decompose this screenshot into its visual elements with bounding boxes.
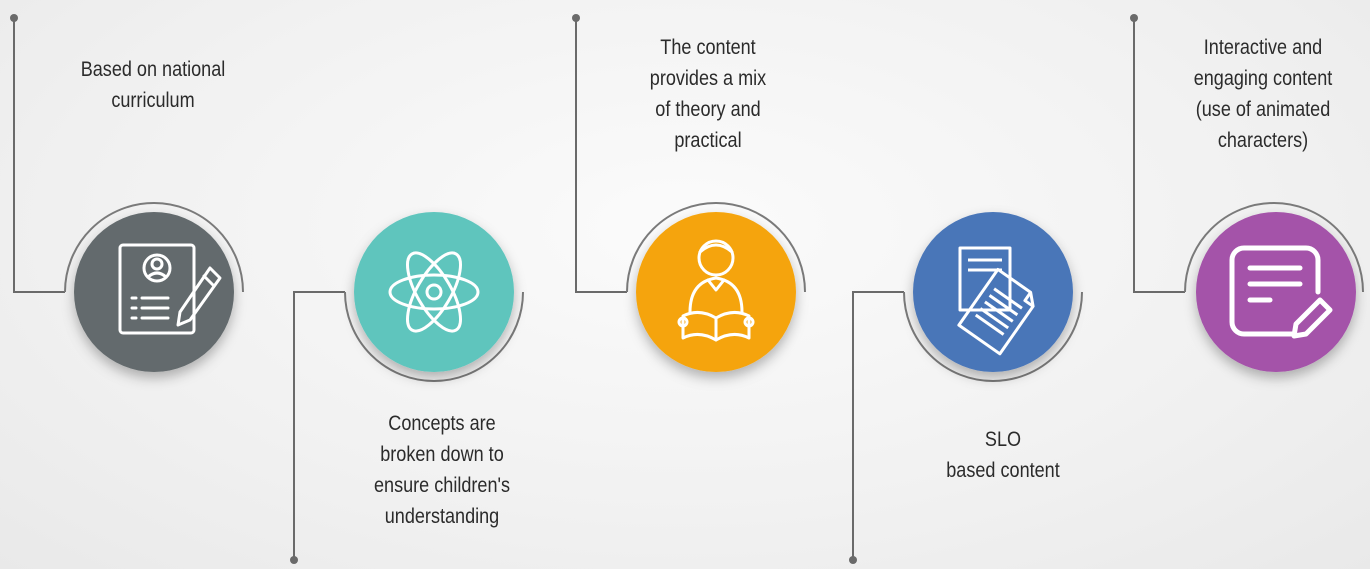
atom-icon: [388, 251, 480, 333]
step-4-label: SLO based content: [946, 428, 1060, 482]
step-2-connector: [290, 291, 524, 564]
step-4-connector: [849, 291, 1083, 564]
documents-icon: [957, 246, 1035, 356]
step-2-circle: [354, 212, 514, 372]
edit-document-icon: [1229, 245, 1333, 339]
step-3-label: The content provides a mix of theory and…: [649, 36, 767, 152]
step-5-connector: [1130, 14, 1364, 293]
step-3-circle: [636, 212, 796, 372]
step-2-label: Concepts are broken down to ensure child…: [374, 412, 510, 528]
step-5-label: Interactive and engaging content (use of…: [1193, 36, 1333, 152]
step-5-circle: [1196, 212, 1356, 372]
step-1-connector: [10, 14, 244, 293]
step-4-circle: [913, 212, 1073, 372]
step-1-label: Based on national curriculum: [80, 58, 226, 112]
student-reading-icon: [677, 239, 755, 342]
step-3-connector: [572, 14, 806, 293]
resume-pencil-icon: [118, 243, 222, 335]
